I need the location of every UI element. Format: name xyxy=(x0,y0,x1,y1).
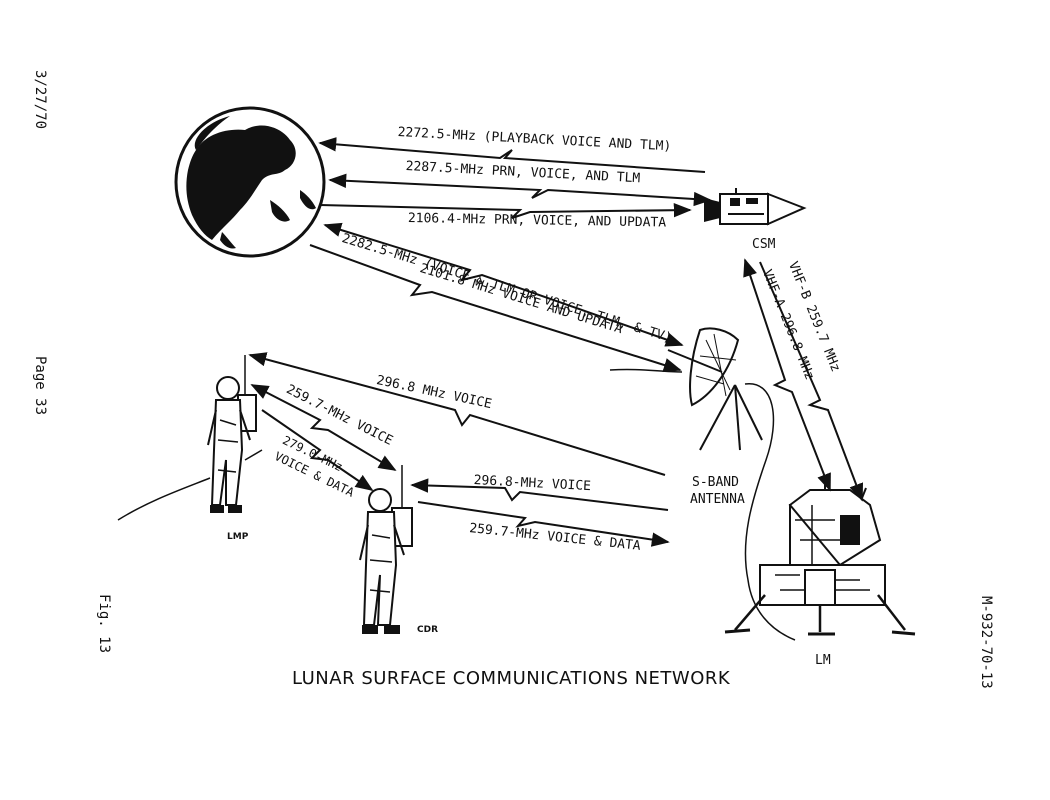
link-csm-lm-a xyxy=(743,258,831,492)
lunar-module-icon xyxy=(724,482,916,636)
earth-globe-icon xyxy=(174,106,326,258)
cdr-label: CDR xyxy=(417,625,439,635)
antenna-label-line1: S-BAND xyxy=(692,475,739,490)
link-lmp-cdr-1 xyxy=(250,384,397,471)
lunar-horizon-line xyxy=(117,477,211,521)
lm-label: LM xyxy=(815,653,831,668)
link-earth-csm-1 xyxy=(318,137,706,173)
link-csm-lm-b xyxy=(759,261,864,502)
csm-label: CSM xyxy=(752,237,776,252)
cdr-astronaut-icon xyxy=(359,465,413,634)
earth-antenna-links xyxy=(309,222,684,373)
earth-csm-links xyxy=(318,137,712,219)
antenna-label-line2: ANTENNA xyxy=(690,492,745,507)
lmp-astronaut-icon xyxy=(207,355,257,513)
lm-cdr-links xyxy=(410,478,670,547)
link-earth-csm-3 xyxy=(319,203,692,219)
lmp-label: LMP xyxy=(227,532,249,542)
date-label: 3/27/70 xyxy=(32,70,48,130)
link-lm-cdr-2 xyxy=(417,501,670,547)
page-number-label: Page 33 xyxy=(32,356,48,416)
link-lm-cdr-1 xyxy=(410,478,669,511)
link-earth-csm-2 xyxy=(328,173,712,207)
csm-spacecraft-icon xyxy=(704,188,807,226)
link-lmp-cdr-2 xyxy=(261,409,374,492)
csm-lm-links xyxy=(743,258,864,502)
lmp-cdr-links xyxy=(250,384,397,492)
s-band-antenna-icon xyxy=(667,327,796,641)
document-number-label: M-932-70-13 xyxy=(978,596,994,689)
figure-label: Fig. 13 xyxy=(96,594,112,654)
link-earth-ant-2 xyxy=(309,244,682,373)
link-earth-ant-1 xyxy=(323,222,684,347)
figure-title: LUNAR SURFACE COMMUNICATIONS NETWORK xyxy=(292,668,731,689)
